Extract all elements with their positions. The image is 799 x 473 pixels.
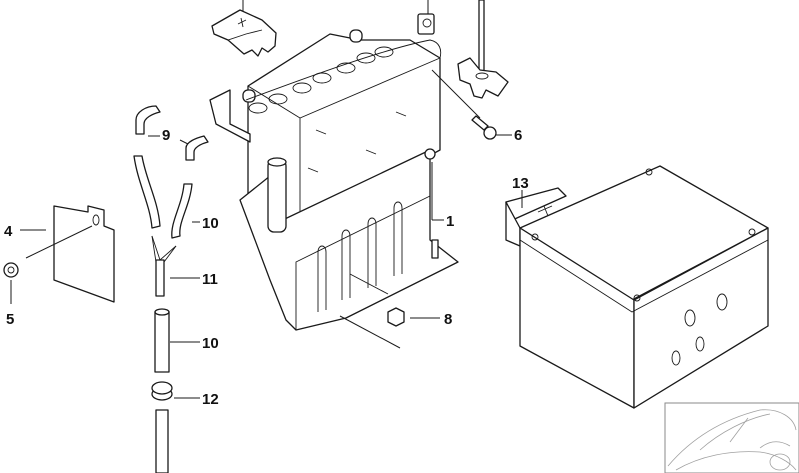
callout-10-lower: 10 — [202, 335, 219, 352]
callout-6: 6 — [514, 127, 522, 144]
callout-4: 4 — [4, 223, 13, 240]
leader-lines — [10, 134, 523, 399]
clamp-nut — [417, 0, 435, 35]
battery-box — [505, 165, 769, 409]
callout-11: 11 — [202, 271, 218, 288]
callout-12: 12 — [202, 391, 219, 408]
vent-hose-lower — [154, 308, 170, 373]
battery-tray — [239, 148, 459, 331]
callout-9: 9 — [162, 127, 170, 144]
vehicle-thumbnail[interactable] — [664, 402, 799, 473]
callout-8: 8 — [444, 311, 452, 328]
callout-10-upper: 10 — [202, 215, 219, 232]
battery — [209, 29, 442, 227]
y-connector — [151, 235, 177, 297]
callout-13: 13 — [512, 175, 529, 192]
battery-cells — [248, 46, 394, 114]
vent-hoses-upper — [133, 155, 193, 239]
grommet — [151, 381, 173, 473]
hold-down-rod — [457, 0, 509, 99]
callout-labels: 1 4 5 6 8 9 10 10 11 12 13 — [4, 127, 529, 408]
callout-1: 1 — [446, 213, 454, 230]
bolt — [431, 69, 497, 140]
bracket-plate — [25, 205, 115, 303]
callout-5: 5 — [6, 311, 14, 328]
nut-8 — [339, 307, 405, 349]
elbow-connectors — [135, 105, 209, 161]
terminal-cover — [211, 0, 277, 57]
nut-5 — [3, 262, 19, 278]
